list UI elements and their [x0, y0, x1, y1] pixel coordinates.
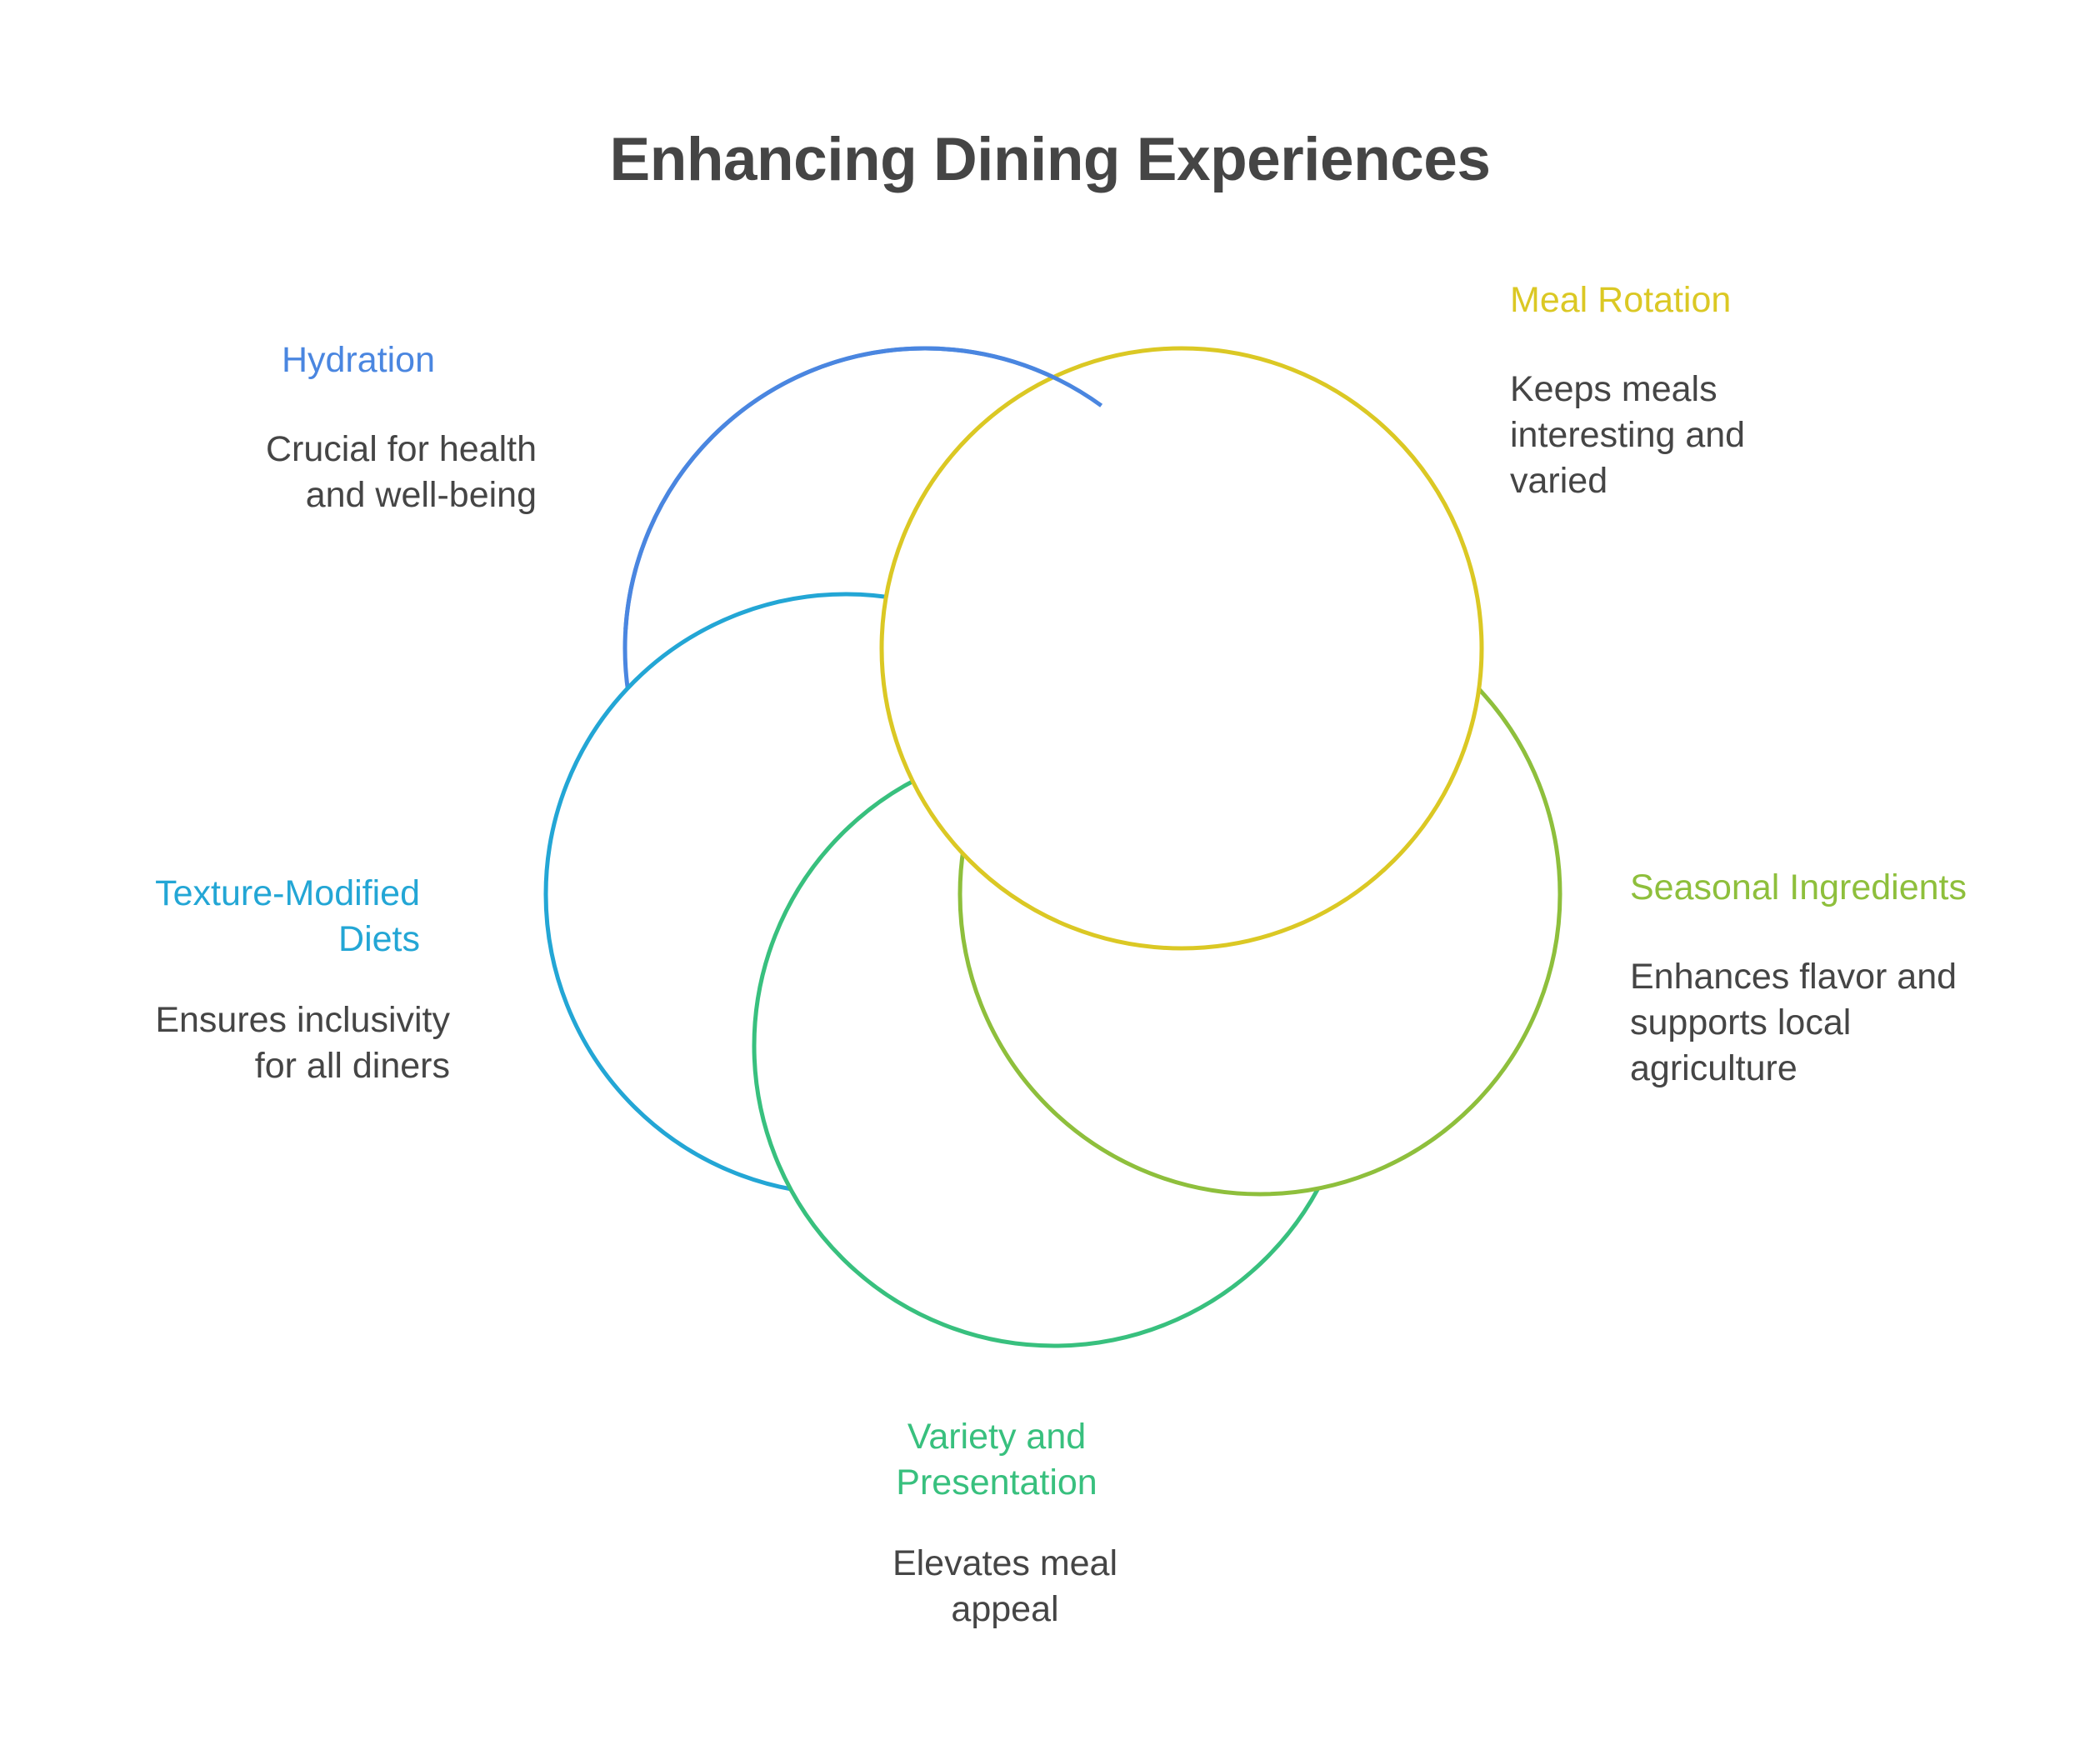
- label-seasonal-ingredients-description: Enhances flavor and supports local agric…: [1630, 954, 2063, 1092]
- hydration-heading-text: Hydration: [281, 340, 435, 380]
- texture-heading-line-2: Diets: [338, 919, 420, 959]
- label-seasonal-ingredients-heading: Seasonal Ingredients: [1630, 865, 2063, 911]
- meal-rotation-desc-line-2: interesting and: [1510, 415, 1746, 455]
- label-meal-rotation-description: Keeps meals interesting and varied: [1510, 367, 1943, 504]
- seasonal-heading-text: Seasonal Ingredients: [1630, 868, 1968, 908]
- label-hydration-description: Crucial for health and well-being: [103, 427, 537, 518]
- hydration-desc-line-1: Crucial for health: [265, 429, 537, 469]
- label-texture-modified: Texture-Modified Diets Ensures inclusivi…: [17, 871, 450, 1089]
- label-hydration-heading: Hydration: [103, 338, 537, 383]
- ring-hydration-overlap-arc: [623, 346, 1103, 630]
- meal-rotation-desc-line-3: varied: [1510, 461, 1608, 501]
- ring-meal-rotation: [879, 346, 1484, 951]
- label-hydration: Hydration Crucial for health and well-be…: [103, 338, 537, 518]
- seasonal-desc-line-2: supports local: [1630, 1002, 1852, 1042]
- seasonal-desc-line-1: Enhances flavor and: [1630, 957, 1958, 997]
- meal-rotation-heading-text: Meal Rotation: [1510, 280, 1732, 320]
- variety-desc-line-2: appeal: [951, 1589, 1059, 1629]
- texture-desc-line-1: Ensures inclusivity: [155, 1000, 450, 1040]
- variety-heading-line-2: Presentation: [896, 1462, 1098, 1502]
- seasonal-desc-line-3: agriculture: [1630, 1048, 1798, 1088]
- hydration-desc-line-2: and well-being: [305, 475, 537, 515]
- diagram-title: Enhancing Dining Experiences: [609, 126, 1491, 193]
- texture-desc-line-2: for all diners: [254, 1046, 450, 1086]
- label-texture-modified-heading: Texture-Modified Diets: [17, 871, 450, 962]
- label-variety-presentation: Variety and Presentation Elevates meal a…: [788, 1414, 1222, 1632]
- label-meal-rotation: Meal Rotation Keeps meals interesting an…: [1510, 278, 1943, 504]
- label-texture-modified-description: Ensures inclusivity for all diners: [17, 998, 450, 1089]
- label-variety-presentation-heading: Variety and Presentation: [788, 1414, 1222, 1506]
- texture-heading-line-1: Texture-Modified: [155, 873, 420, 913]
- meal-rotation-desc-line-1: Keeps meals: [1510, 369, 1718, 409]
- label-seasonal-ingredients: Seasonal Ingredients Enhances flavor and…: [1630, 865, 2063, 1092]
- label-meal-rotation-heading: Meal Rotation: [1510, 278, 1943, 323]
- variety-desc-line-1: Elevates meal: [892, 1543, 1118, 1583]
- variety-heading-line-1: Variety and: [907, 1417, 1087, 1457]
- label-variety-presentation-description: Elevates meal appeal: [788, 1541, 1222, 1632]
